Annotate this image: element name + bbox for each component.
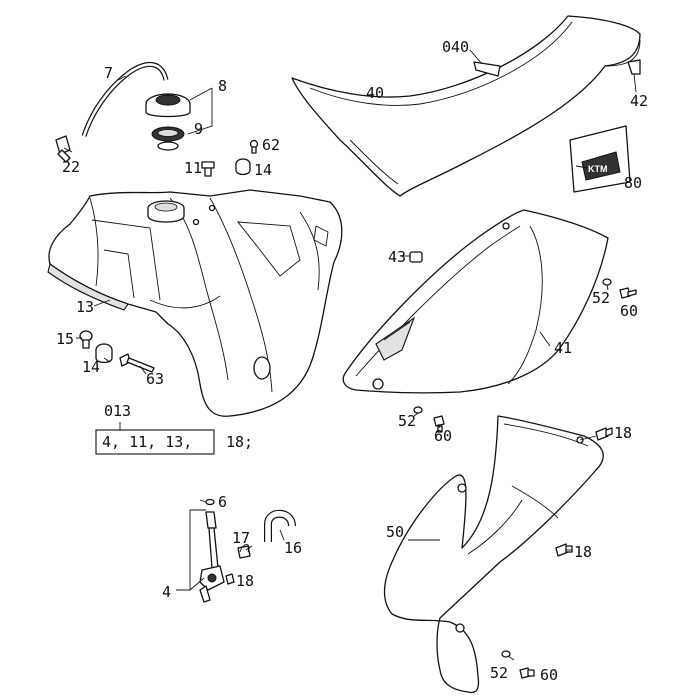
kit-box bbox=[95, 429, 215, 455]
callout-8: 8 bbox=[218, 77, 227, 95]
side-cover bbox=[342, 209, 609, 394]
callout-63: 63 bbox=[146, 370, 164, 388]
callout-62: 62 bbox=[262, 136, 280, 154]
callout-60-right: 60 bbox=[620, 302, 638, 320]
fuel-tap bbox=[199, 511, 225, 603]
grommet-43 bbox=[409, 251, 423, 263]
kit-extra: 18; bbox=[226, 433, 253, 451]
screw-15 bbox=[79, 330, 93, 349]
callout-43: 43 bbox=[388, 248, 406, 266]
screw-18-top bbox=[595, 427, 613, 441]
fuel-cap bbox=[145, 93, 191, 118]
callout-013: 013 bbox=[104, 402, 131, 420]
breather-hose bbox=[81, 62, 169, 137]
callout-18-tap: 18 bbox=[236, 572, 254, 590]
seat-bolt-040 bbox=[473, 61, 501, 77]
callout-60-bottom: 60 bbox=[540, 666, 558, 684]
callout-18-mid: 18 bbox=[574, 543, 592, 561]
callout-4: 4 bbox=[162, 583, 171, 601]
screw-60-right bbox=[619, 287, 637, 299]
screw-60-mid bbox=[433, 415, 445, 433]
washer-52-right bbox=[602, 278, 612, 286]
callout-14-bottom: 14 bbox=[82, 358, 100, 376]
callout-040: 040 bbox=[442, 38, 469, 56]
callout-13: 13 bbox=[76, 298, 94, 316]
callout-41: 41 bbox=[554, 339, 572, 357]
callout-18-top: 18 bbox=[614, 424, 632, 442]
bolt-63 bbox=[119, 353, 155, 373]
callout-52-right: 52 bbox=[592, 289, 610, 307]
callout-6: 6 bbox=[218, 493, 227, 511]
screw-18-tap bbox=[225, 573, 235, 585]
bushing-14-top bbox=[235, 158, 251, 176]
ktm-sticker: KTM bbox=[569, 125, 631, 193]
callout-50: 50 bbox=[386, 523, 404, 541]
callout-11: 11 bbox=[184, 159, 202, 177]
fuel-hose-16 bbox=[264, 509, 296, 542]
callout-52-mid: 52 bbox=[398, 412, 416, 430]
side-panel bbox=[383, 415, 604, 694]
fuel-tank bbox=[47, 189, 343, 417]
screw-11 bbox=[201, 161, 215, 177]
sticker-brand-text: KTM bbox=[588, 164, 608, 174]
callout-17: 17 bbox=[232, 529, 250, 547]
callout-16: 16 bbox=[284, 539, 302, 557]
washer-52-bottom bbox=[501, 650, 511, 658]
callout-40: 40 bbox=[366, 84, 384, 102]
callout-labels: 7 8 9 22 62 11 14 040 40 42 80 13 43 52 … bbox=[56, 38, 648, 684]
screw-60-bottom bbox=[519, 667, 535, 679]
callout-14-top: 14 bbox=[254, 161, 272, 179]
callout-60-mid: 60 bbox=[434, 427, 452, 445]
kit-box-contents: 4, 11, 13, bbox=[102, 433, 192, 451]
screw-62 bbox=[249, 139, 259, 154]
callout-42: 42 bbox=[630, 92, 648, 110]
seat bbox=[291, 15, 641, 197]
callout-80: 80 bbox=[624, 174, 642, 192]
bushing-14-bottom bbox=[95, 343, 113, 364]
callout-9: 9 bbox=[194, 120, 203, 138]
leader-lines bbox=[63, 49, 637, 661]
callout-7: 7 bbox=[104, 64, 113, 82]
callout-15: 15 bbox=[56, 330, 74, 348]
callout-22: 22 bbox=[62, 158, 80, 176]
callout-52-bottom: 52 bbox=[490, 664, 508, 682]
o-ring-6 bbox=[205, 498, 215, 506]
fuel-cap-seal bbox=[151, 126, 185, 151]
